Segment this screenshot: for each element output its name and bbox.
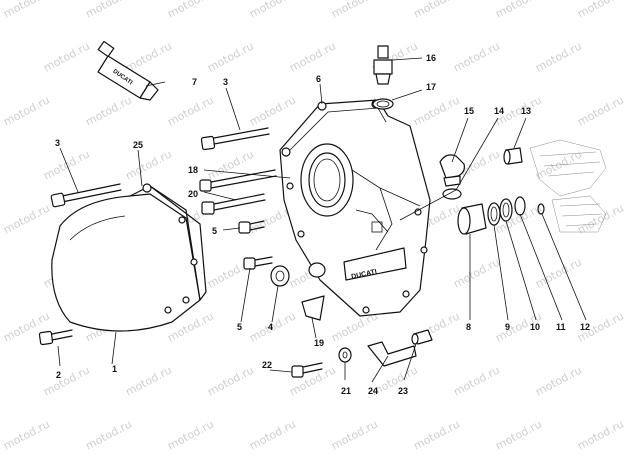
ring-9 [487,202,501,226]
washer-4 [270,265,290,287]
watermark-text: motod.ru [287,39,338,74]
callout-3-left: 3 [55,138,60,148]
watermark-text: motod.ru [1,0,52,21]
watermark-text: motod.ru [123,39,174,74]
gasket-piece-19 [301,295,325,321]
watermark-text: motod.ru [575,0,625,21]
watermark-text: motod.ru [411,93,462,128]
watermark-text: motod.ru [1,417,52,452]
washer-21 [338,347,352,363]
watermark-text: motod.ru [575,417,625,452]
o-ring-14 [442,188,462,200]
watermark-text: motod.ru [1,201,52,236]
watermark-text: motod.ru [83,0,134,21]
watermark-text: motod.ru [247,417,298,452]
circlip-12 [537,203,545,215]
grease-tube: DUCATI [97,40,159,101]
watermark-text: motod.ru [329,417,380,452]
long-screw-top [200,127,270,151]
shaft-sleeve-8 [457,203,487,235]
callout-14: 14 [494,106,504,116]
callout-11: 11 [556,322,566,332]
callout-6: 6 [316,74,321,84]
callout-8: 8 [466,322,471,332]
watermark-text: motod.ru [83,93,134,128]
watermark-text: motod.ru [205,363,256,398]
callout-15: 15 [464,106,474,116]
callout-10: 10 [530,322,540,332]
screw-22 [291,362,323,378]
callout-24: 24 [368,386,378,396]
callout-22: 22 [262,360,272,370]
screw-5-lower [243,256,273,270]
screw-20 [201,193,266,215]
watermark-text: motod.ru [41,363,92,398]
breather-fitting [373,45,393,85]
watermark-text: motod.ru [165,93,216,128]
watermark-text: motod.ru [451,39,502,74]
short-screw-2 [38,329,73,346]
clutch-casing: DUCATI [279,99,431,317]
callout-1: 1 [112,364,117,374]
watermark-text: motod.ru [123,363,174,398]
callout-20: 20 [188,189,198,199]
watermark-text: motod.ru [451,363,502,398]
callout-25: 25 [133,140,143,150]
callout-9: 9 [505,322,510,332]
spacer-23 [411,329,433,345]
watermark-text: motod.ru [205,39,256,74]
callout-19: 19 [314,338,324,348]
callout-labels: 1 2 3 3 4 5 5 6 7 8 9 10 11 12 13 14 15 … [55,53,590,396]
callout-12: 12 [580,322,590,332]
watermark-text: motod.ru [205,147,256,182]
o-ring-17 [372,98,394,110]
engine-background-sketch [529,139,607,233]
ring-10 [499,198,513,222]
watermark-text: motod.ru [247,93,298,128]
bushing-13 [503,147,523,165]
callout-5-lower: 5 [237,322,242,332]
watermark-text: motod.ru [247,0,298,21]
watermark-text: motod.ru [493,417,544,452]
callout-23: 23 [398,386,408,396]
watermark-text: motod.ru [165,0,216,21]
watermark-text: motod.ru [411,417,462,452]
outer-clutch-cover [51,183,207,332]
callout-3-top: 3 [223,77,228,87]
watermark-text: motod.ru [411,0,462,21]
callout-16: 16 [426,53,436,63]
callout-17: 17 [426,82,436,92]
callout-18: 18 [188,165,198,175]
callout-21: 21 [341,386,351,396]
watermark-text: motod.ru [575,201,625,236]
watermark-text: motod.ru [533,255,584,290]
watermark-text: motod.ru [41,39,92,74]
callout-5-upper: 5 [212,226,217,236]
watermark-text: motod.ru [83,417,134,452]
screw-5-upper [238,220,265,234]
watermark-text: motod.ru [533,363,584,398]
watermark-text: motod.ru [493,0,544,21]
watermark-text: motod.ru [329,0,380,21]
long-screw-left [50,183,122,208]
leader-lines [57,57,587,383]
watermark-text: motod.ru [1,93,52,128]
watermark-text: motod.ru [533,39,584,74]
callout-2: 2 [56,370,61,380]
watermark-text: motod.ru [575,93,625,128]
watermark-text: motod.ru [165,417,216,452]
bracket-24 [367,341,417,367]
screw-18 [199,169,277,192]
filler-plug [439,154,465,187]
watermark-text: motod.ru [123,147,174,182]
callout-13: 13 [521,106,531,116]
callout-7: 7 [192,77,197,87]
callout-4: 4 [268,322,273,332]
watermark-text: motod.ru [451,255,502,290]
